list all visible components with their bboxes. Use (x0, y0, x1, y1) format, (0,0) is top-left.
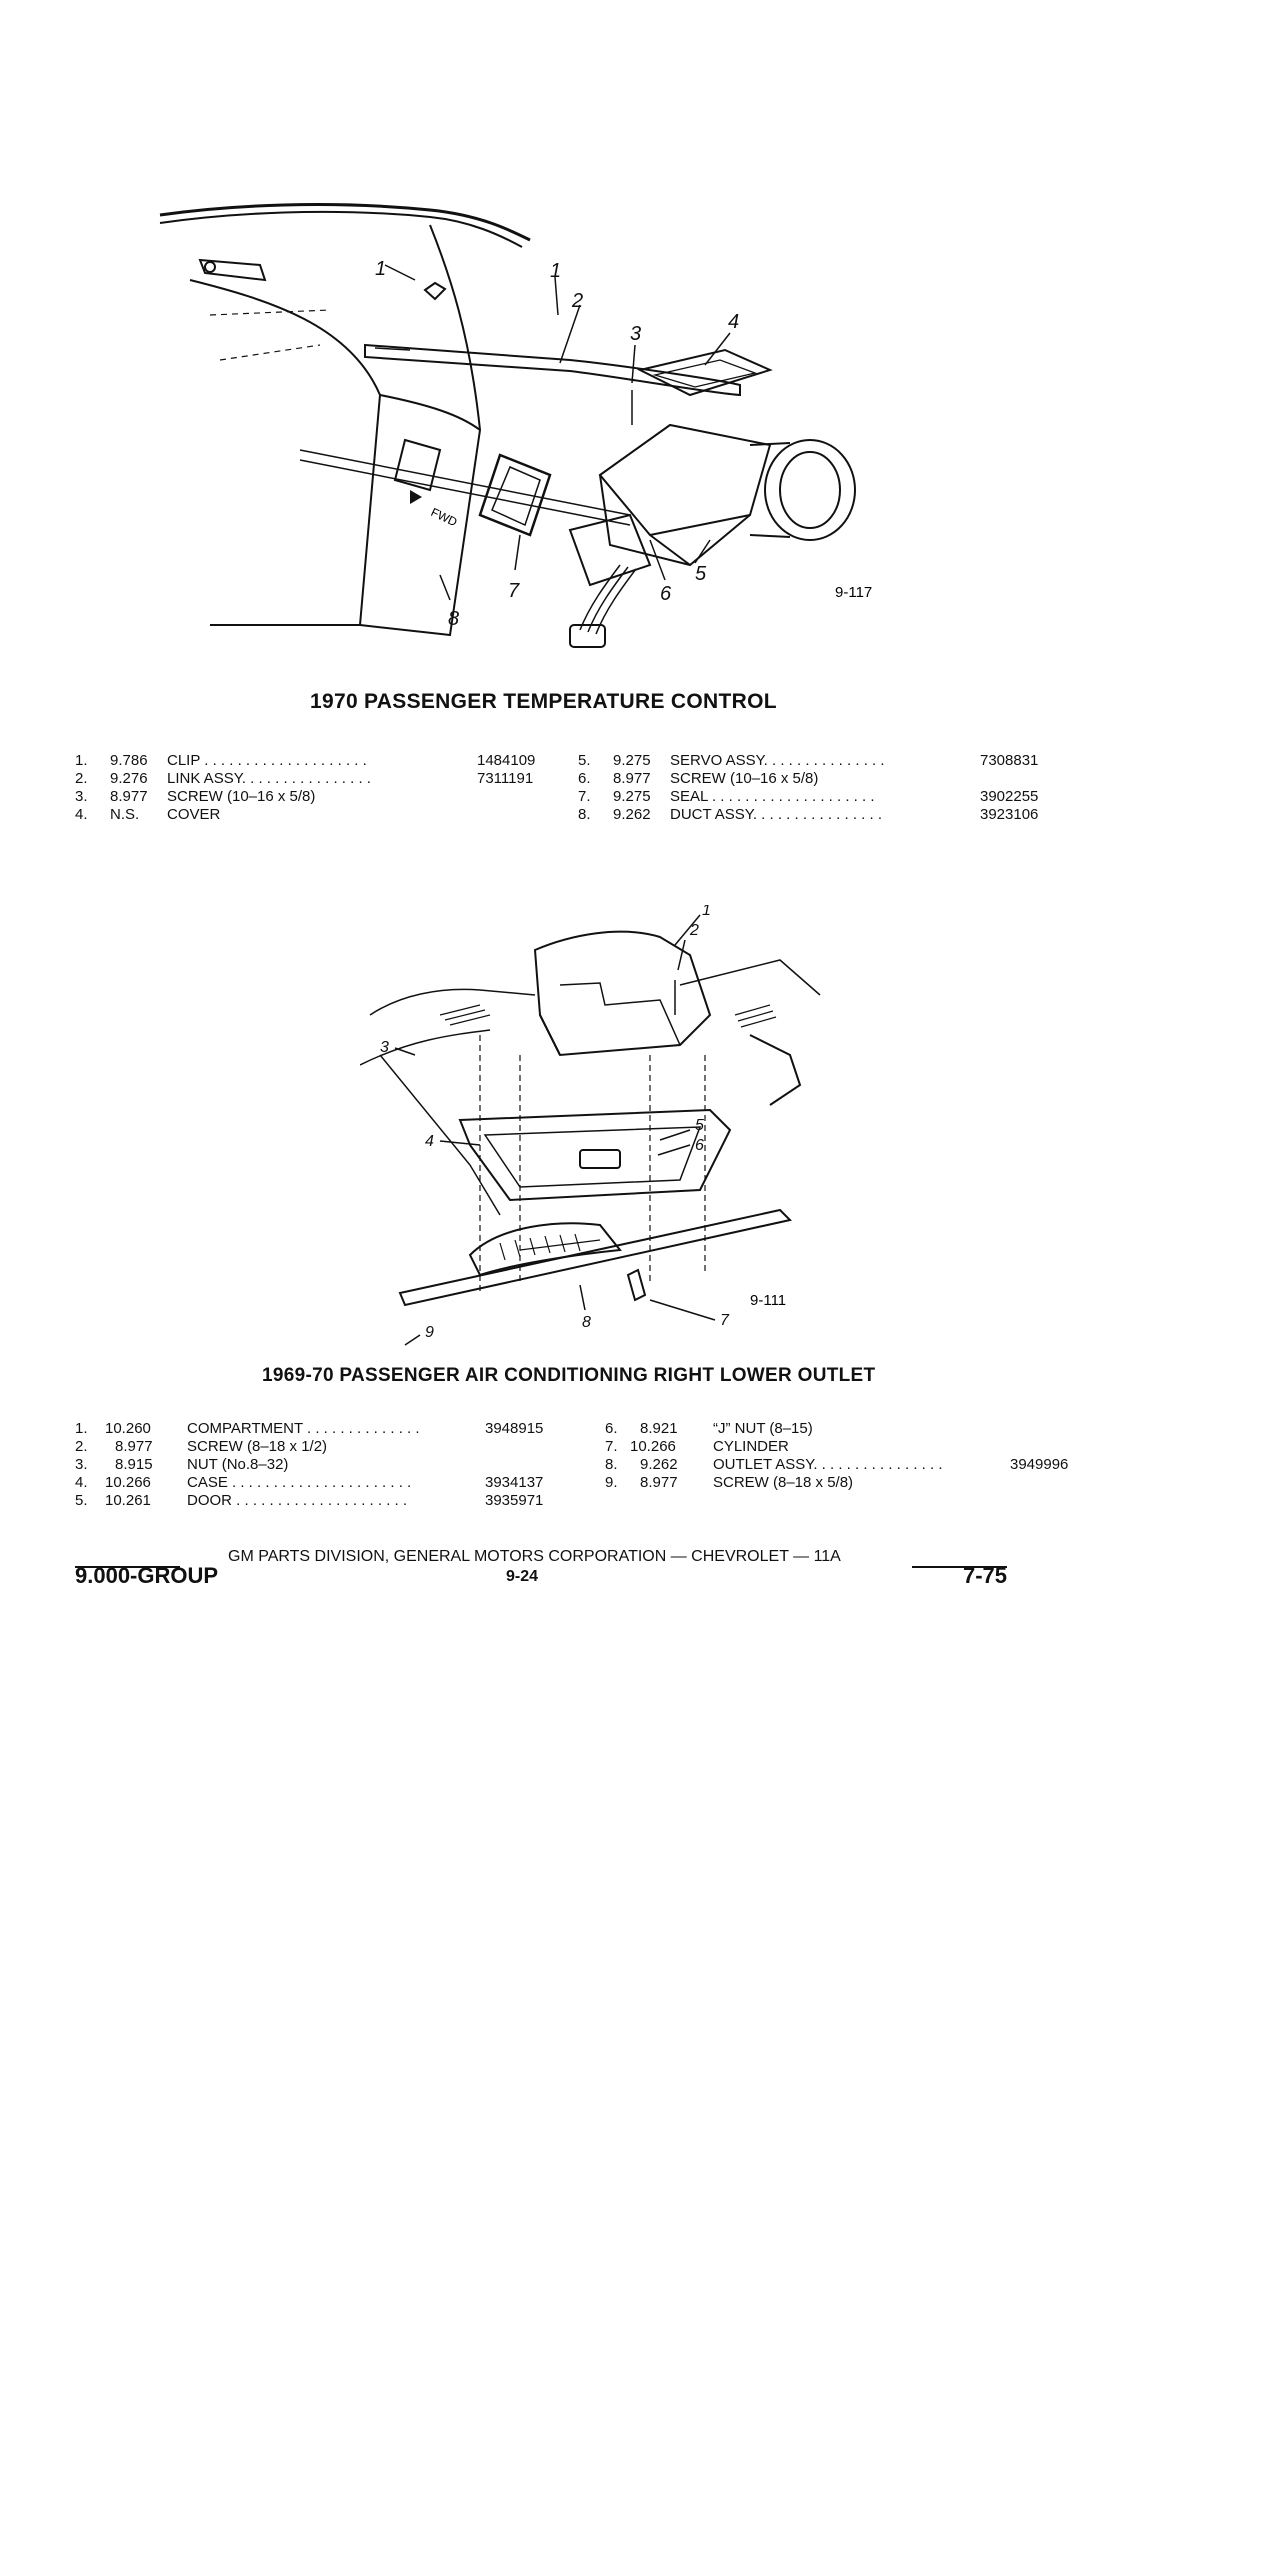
parts-row: 3. 8.915 NUT (No.8–32) (75, 1456, 289, 1473)
callout-5: 5 (695, 1117, 704, 1134)
parts-row: 2. 9.276 LINK ASSY. . . . . . . . . . . … (75, 770, 534, 787)
parts-row: 9. 8.977 SCREW (8–18 x 5/8) (605, 1474, 854, 1491)
parts-row: 1. 10.260 COMPARTMENT . . . . . . . . . … (75, 1420, 544, 1437)
callout-7: 7 (508, 580, 520, 602)
callout-6: 6 (695, 1137, 704, 1154)
footer-division: GM PARTS DIVISION, GENERAL MOTORS CORPOR… (228, 1548, 841, 1565)
callout-1: 1 (702, 905, 711, 919)
parts-row: 4. N.S. COVER (75, 806, 221, 823)
parts-row: 2. 8.977 SCREW (8–18 x 1/2) (75, 1438, 328, 1455)
parts-row: 6. 8.921 “J” NUT (8–15) (605, 1420, 813, 1437)
callout-9: 9 (425, 1324, 434, 1341)
callout-8: 8 (448, 608, 459, 630)
footer-group: 9.000-GROUP (75, 1563, 219, 1588)
callout-3: 3 (380, 1039, 389, 1056)
figure-id: 9-117 (835, 584, 872, 601)
parts-row: 4. 10.266 CASE . . . . . . . . . . . . .… (75, 1474, 544, 1491)
footer-rule-right (912, 1566, 1007, 1568)
callout-2: 2 (689, 922, 699, 939)
footer-page-number: 9-24 (506, 1568, 539, 1585)
fwd-label: FWD (429, 505, 460, 529)
callout-1b: 1 (550, 260, 561, 282)
air-conditioning-outlet-diagram: 1 2 3 4 5 6 7 8 9 9-111 (360, 905, 821, 1346)
figure-id: 9-111 (750, 1292, 786, 1309)
callout-1: 1 (375, 258, 386, 280)
callout-3: 3 (630, 323, 641, 345)
footer-rule-left (75, 1566, 180, 1568)
parts-row: 8. 9.262 OUTLET ASSY. . . . . . . . . . … (605, 1456, 1069, 1473)
parts-row: 6. 8.977 SCREW (10–16 x 5/8) (578, 770, 819, 787)
parts-row: 1. 9.786 CLIP . . . . . . . . . . . . . … (75, 752, 536, 769)
temperature-control-diagram: FWD 1 2 3 4 5 6 7 8 1 9-117 (159, 203, 872, 648)
section-title-air-conditioning-outlet: 1969-70 PASSENGER AIR CONDITIONING RIGHT… (262, 1365, 876, 1386)
callout-5: 5 (695, 563, 707, 585)
section-title-temperature-control: 1970 PASSENGER TEMPERATURE CONTROL (310, 690, 777, 713)
parts-row: 7. 10.266 CYLINDER (605, 1438, 789, 1455)
parts-row: 5. 9.275 SERVO ASSY. . . . . . . . . . .… (578, 752, 1039, 769)
parts-row: 3. 8.977 SCREW (10–16 x 5/8) (75, 788, 316, 805)
parts-row: 7. 9.275 SEAL . . . . . . . . . . . . . … (578, 788, 1039, 805)
parts-row: 5. 10.261 DOOR . . . . . . . . . . . . .… (75, 1492, 544, 1509)
callout-6: 6 (660, 583, 672, 605)
callout-4: 4 (425, 1133, 434, 1150)
callout-7: 7 (720, 1312, 730, 1329)
callout-2: 2 (571, 290, 583, 312)
parts-row: 8. 9.262 DUCT ASSY. . . . . . . . . . . … (578, 806, 1039, 823)
callout-4: 4 (728, 311, 739, 333)
callout-8: 8 (582, 1314, 591, 1331)
footer-date: 7-75 (963, 1563, 1008, 1588)
